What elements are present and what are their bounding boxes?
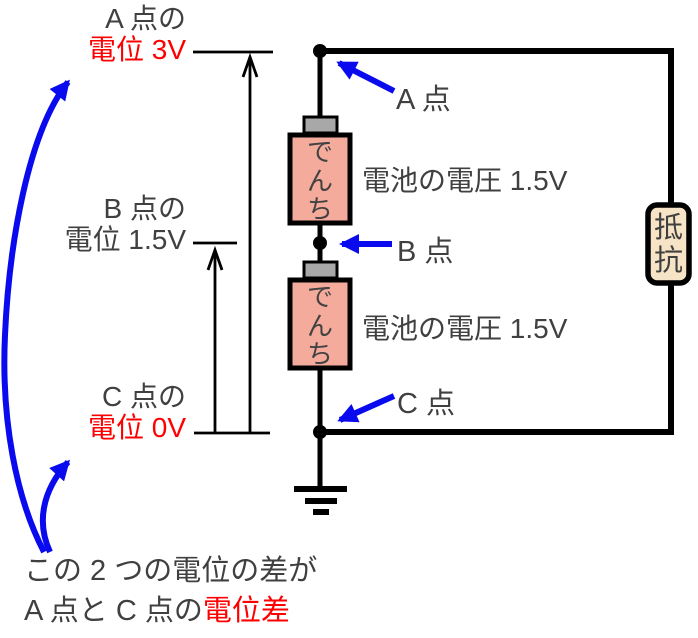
bottom-note: この 2 つの電位の差が A 点と C 点の電位差: [24, 551, 317, 631]
battery1-body: [287, 132, 353, 226]
node-b-label: B 点: [397, 236, 454, 268]
potential-a-point: A 点の: [105, 3, 186, 34]
resistor-label: 抵抗: [653, 212, 683, 277]
battery2-voltage-text: 電池の電圧 1.5V: [362, 313, 568, 344]
battery2-label: でんち: [306, 282, 333, 369]
node-c-dot: [313, 425, 327, 439]
potential-a-value: 電位 3V: [87, 34, 186, 65]
potential-c-value: 電位 0V: [87, 412, 186, 443]
battery1-label: でんち: [306, 137, 333, 224]
note-line2: A 点と C 点の電位差: [24, 591, 317, 631]
measure-arrow-c-to-b: [206, 245, 224, 432]
potential-b-value: 電位 1.5V: [64, 224, 186, 255]
node-a-label: A 点: [396, 84, 451, 116]
potential-c-point: C 点の: [101, 381, 186, 412]
potential-label-b: B 点の 電位 1.5V: [0, 193, 186, 255]
node-a-dot: [313, 44, 327, 58]
measure-arrow-c-to-a: [241, 52, 259, 432]
battery1-terminal: [302, 115, 339, 135]
note-line1: この 2 つの電位の差が: [24, 555, 318, 587]
pointer-arrow-a: [336, 60, 396, 94]
note-line2-prefix: A 点と C 点の: [24, 595, 203, 627]
resistor-body: [645, 202, 692, 286]
battery2-terminal: [302, 260, 339, 280]
ground-symbol: [294, 486, 347, 515]
battery2-body: [287, 277, 353, 371]
node-b-dot: [313, 236, 327, 250]
potential-b-point: B 点の: [103, 193, 186, 224]
note-line2-highlight: 電位差: [202, 595, 290, 627]
node-c-label: C 点: [397, 388, 456, 420]
potential-label-a: A 点の 電位 3V: [0, 3, 186, 65]
curve-arrow-to-potential-c: [39, 459, 71, 554]
curve-arrow-to-potential-a: [1, 79, 71, 554]
battery1-voltage-text: 電池の電圧 1.5V: [362, 165, 568, 196]
potential-label-c: C 点の 電位 0V: [0, 381, 186, 443]
pointer-arrow-c: [337, 393, 396, 423]
